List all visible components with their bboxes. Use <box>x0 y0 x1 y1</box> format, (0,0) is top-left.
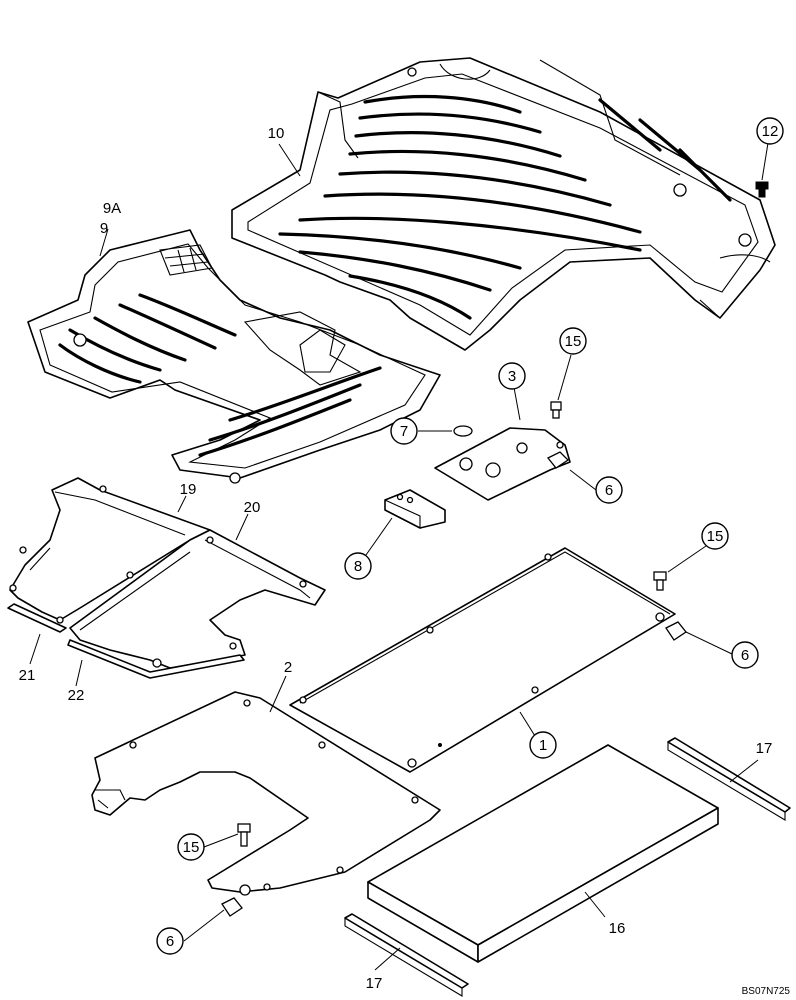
strip-part-22 <box>67 639 245 679</box>
svg-text:7: 7 <box>400 423 408 440</box>
panel-part-19 <box>9 477 211 624</box>
callout-12: 12 <box>756 117 784 145</box>
strip-part-17-lower <box>344 913 469 997</box>
svg-text:17: 17 <box>366 975 383 992</box>
svg-text:6: 6 <box>605 482 613 499</box>
callout-9: 9 <box>100 220 108 237</box>
callout-1: 1 <box>529 731 557 759</box>
svg-text:9: 9 <box>100 220 108 237</box>
callout-7: 7 <box>390 417 418 445</box>
clip-icon <box>665 621 687 641</box>
strip-part-21 <box>7 603 67 633</box>
svg-text:2: 2 <box>284 659 292 676</box>
callout-17-lower: 17 <box>366 975 383 992</box>
bolt-icon <box>237 823 251 847</box>
callout-19: 19 <box>180 481 197 498</box>
figure-code: BS07N725 <box>742 986 791 997</box>
callout-2: 2 <box>284 659 292 676</box>
callout-3: 3 <box>498 362 526 390</box>
svg-text:15: 15 <box>565 333 582 350</box>
svg-text:8: 8 <box>354 558 362 575</box>
callout-22: 22 <box>68 687 85 704</box>
plate-part-3 <box>434 427 571 501</box>
front-floor-mat-part-9 <box>27 229 441 484</box>
svg-text:20: 20 <box>244 499 261 516</box>
panel-part-1 <box>289 547 676 773</box>
callout-21: 21 <box>19 667 36 684</box>
callout-9a: 9A <box>103 200 121 217</box>
bolt-icon <box>550 401 562 419</box>
svg-text:12: 12 <box>762 123 779 140</box>
svg-text:6: 6 <box>166 933 174 950</box>
svg-text:21: 21 <box>19 667 36 684</box>
svg-text:16: 16 <box>609 920 626 937</box>
svg-text:10: 10 <box>268 125 285 142</box>
callout-6-upper: 6 <box>595 476 623 504</box>
callout-15-lower: 15 <box>177 833 205 861</box>
plug-part-7 <box>453 425 473 437</box>
callout-8: 8 <box>344 552 372 580</box>
mat-part-16 <box>367 744 719 963</box>
rear-floor-mat-part-10 <box>231 57 776 351</box>
svg-text:9A: 9A <box>103 200 121 217</box>
callout-20: 20 <box>244 499 261 516</box>
svg-text:15: 15 <box>707 528 724 545</box>
svg-text:3: 3 <box>508 368 516 385</box>
clip-icon <box>546 451 570 469</box>
svg-text:17: 17 <box>756 740 773 757</box>
callout-17-upper: 17 <box>756 740 773 757</box>
callout-15-upper: 15 <box>559 327 587 355</box>
svg-text:6: 6 <box>741 647 749 664</box>
strip-part-17-upper <box>667 737 791 821</box>
callout-6-lower: 6 <box>156 927 184 955</box>
callout-16: 16 <box>609 920 626 937</box>
svg-text:1: 1 <box>539 737 547 754</box>
svg-text:15: 15 <box>183 839 200 856</box>
callout-15-right: 15 <box>701 522 729 550</box>
svg-text:19: 19 <box>180 481 197 498</box>
svg-text:22: 22 <box>68 687 85 704</box>
clip-icon <box>221 897 243 917</box>
bolt-icon <box>653 571 667 591</box>
bolt-icon <box>755 181 769 198</box>
panel-part-2 <box>91 691 441 896</box>
block-part-8 <box>384 489 446 529</box>
panel-part-20 <box>69 529 326 669</box>
callout-10: 10 <box>268 125 285 142</box>
leader-lines <box>29 142 769 971</box>
callout-6-right: 6 <box>731 641 759 669</box>
